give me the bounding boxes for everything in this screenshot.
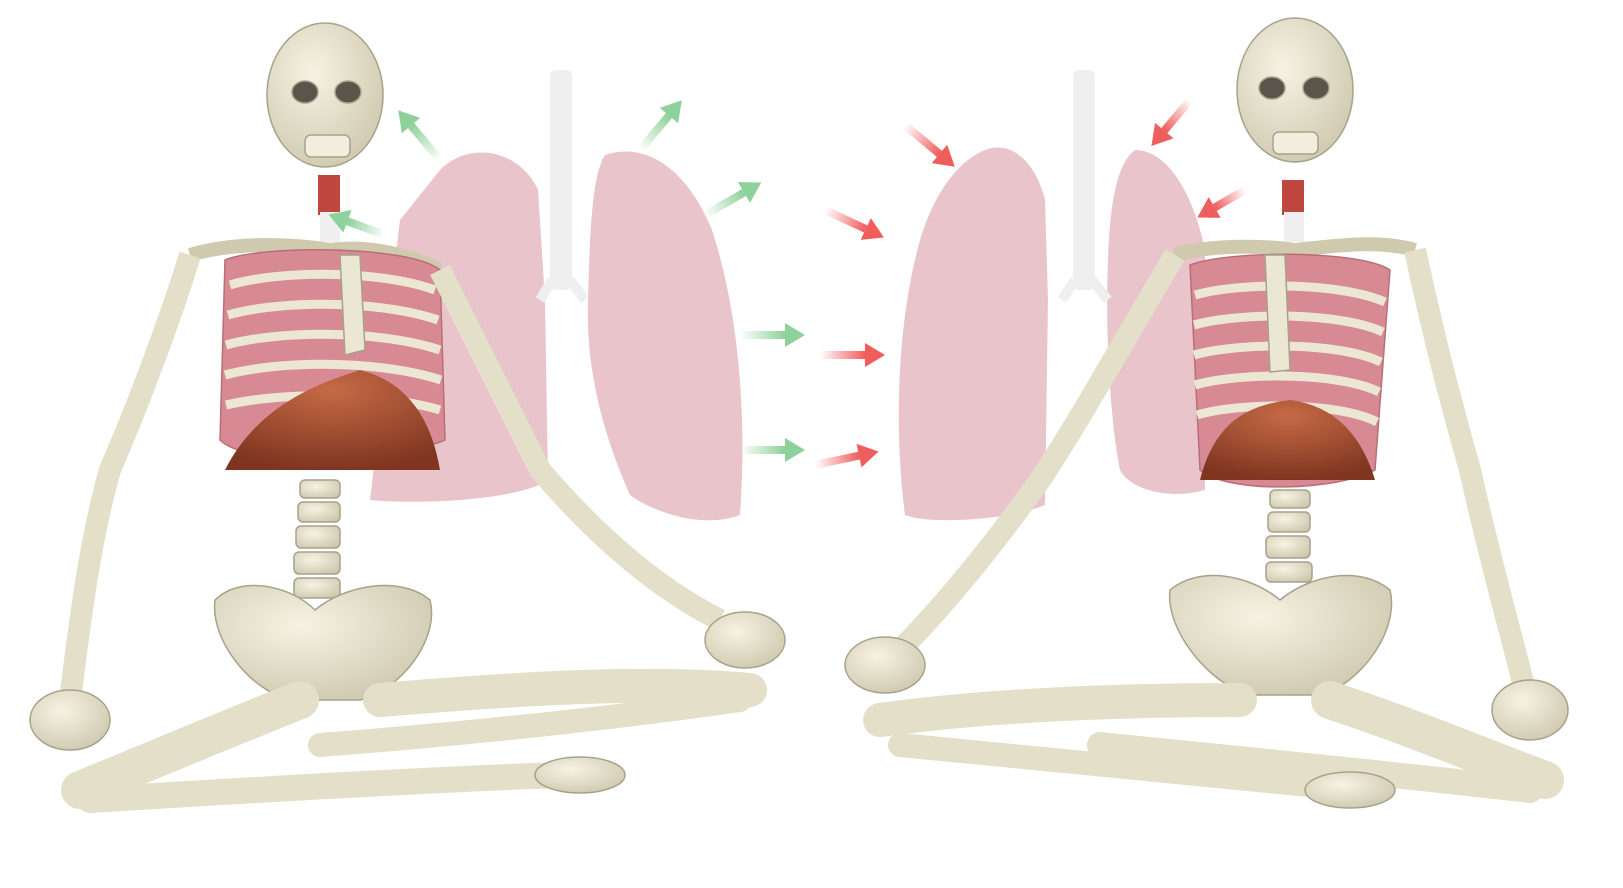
left-foot xyxy=(535,757,625,793)
arrow-in-3 xyxy=(820,343,885,367)
right-larynx xyxy=(1282,180,1304,215)
right-hand-left xyxy=(1492,680,1568,740)
left-arm-right xyxy=(70,255,190,700)
left-spine xyxy=(294,480,340,598)
right-pelvis xyxy=(1170,576,1392,695)
right-hand-right xyxy=(845,637,925,693)
left-sternum xyxy=(340,255,365,355)
right-lung-right-lobe xyxy=(899,147,1048,520)
left-leg-lower-a xyxy=(90,775,560,800)
right-sternum xyxy=(1265,255,1290,372)
right-leg-upper-a xyxy=(880,700,1240,720)
arrow-in-6 xyxy=(1191,180,1251,228)
left-larynx xyxy=(318,175,340,215)
arrow-out-1 xyxy=(389,102,449,167)
left-trachea xyxy=(550,70,572,290)
right-spine xyxy=(1266,490,1312,582)
arrow-in-2 xyxy=(820,199,889,248)
arrow-out-6 xyxy=(740,438,805,462)
right-trachea xyxy=(1073,70,1095,290)
arrow-out-4 xyxy=(699,172,767,225)
arrow-out-3 xyxy=(631,92,691,157)
arrow-out-5 xyxy=(740,323,805,347)
arrow-in-5 xyxy=(1142,92,1199,153)
left-hand-right xyxy=(30,690,110,750)
right-foot xyxy=(1305,772,1395,808)
arrow-in-1 xyxy=(897,116,962,176)
arrow-in-4 xyxy=(813,440,882,477)
right-clavicles xyxy=(1175,244,1415,255)
right-lung-left-lobe xyxy=(1107,150,1205,494)
right-arm-left xyxy=(1415,250,1525,690)
left-hand-left xyxy=(705,612,785,668)
right-panel-exhalation xyxy=(813,18,1568,808)
left-panel-inhalation xyxy=(30,23,805,800)
